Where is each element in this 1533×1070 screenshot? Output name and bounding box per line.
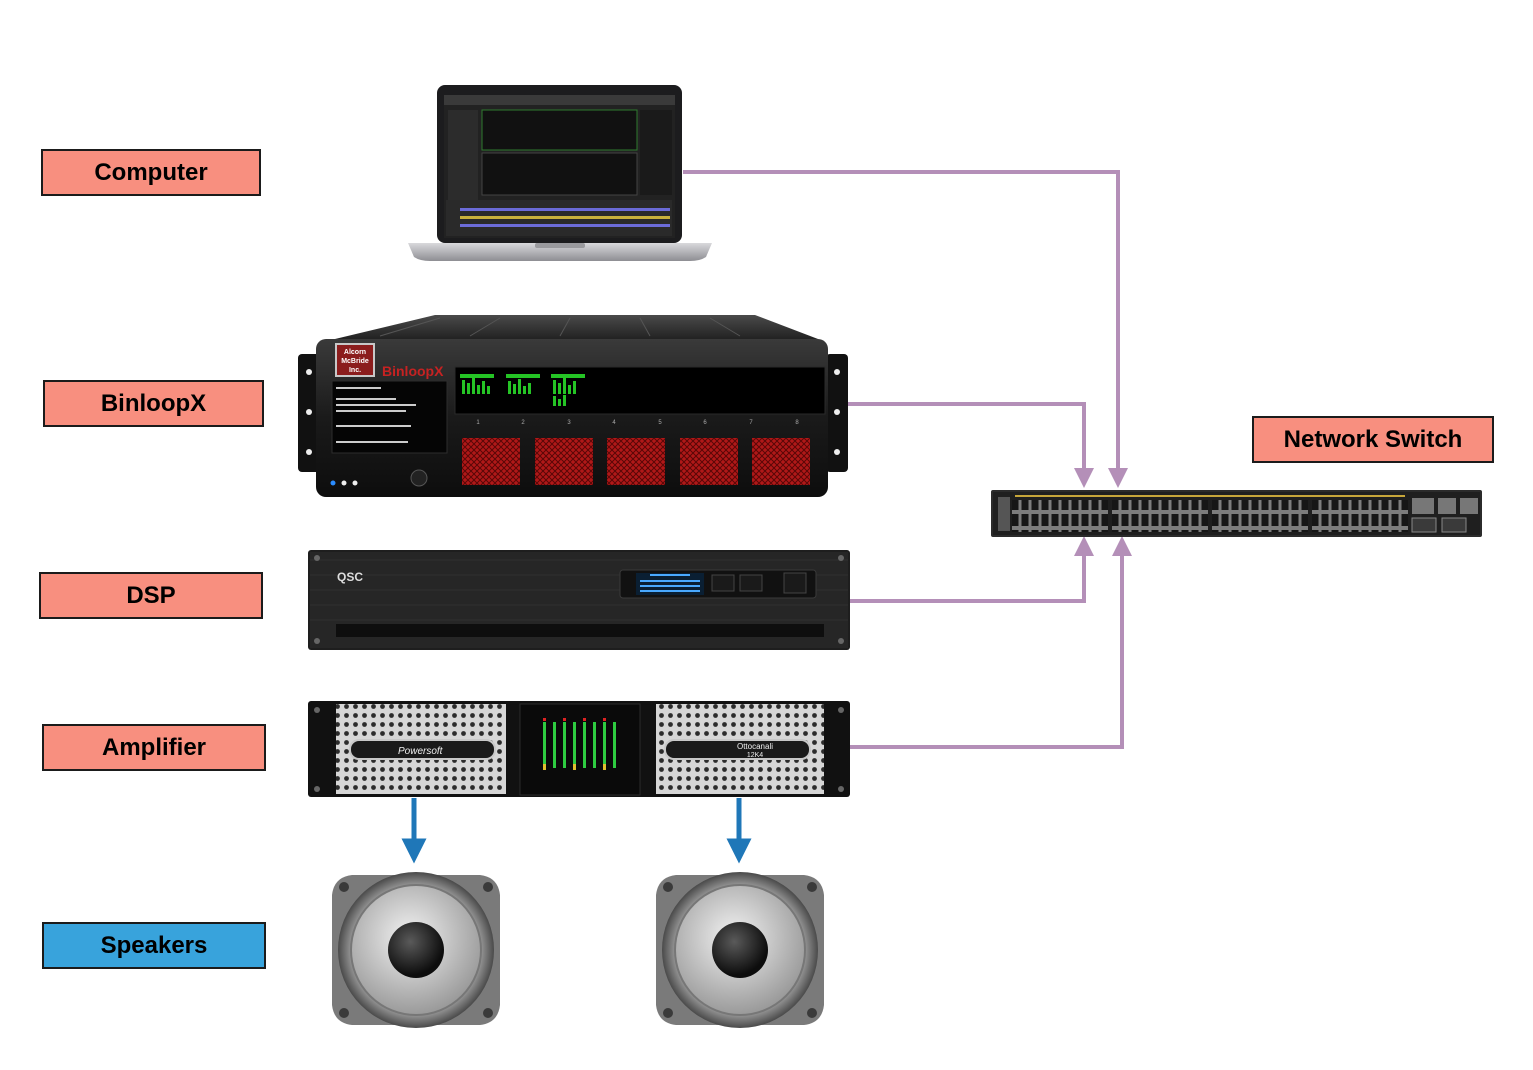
computer-label: Computer [41,149,261,196]
binloop-channel-8: 8 [795,420,799,426]
binloopx-image: Alcorn McBride Inc. BinloopX [298,315,848,497]
link-amplifier-switch [850,536,1132,749]
link-computer-switch [683,170,1128,488]
dsp-image: QSC [308,550,850,650]
amp-model-line-2: 12K4 [747,752,763,759]
binloop-channel-1: 1 [476,420,480,426]
speaker-right [656,872,824,1028]
speakers-label: Speakers [42,922,266,969]
amplifier-image: Powersoft Ottocanali 12K4 [308,701,850,797]
speaker-left [332,872,500,1028]
binloop-channel-6: 6 [703,420,707,426]
link-binloopx-switch [846,402,1094,488]
audio-links [401,798,752,864]
binloopx-label: BinloopX [43,380,264,427]
amplifier-label: Amplifier [42,724,266,771]
link-dsp-switch [850,536,1094,603]
binloop-brand-text: BinloopX [382,363,444,379]
binloop-channel-7: 7 [749,420,753,426]
laptop-image [408,85,712,261]
binloop-channel-5: 5 [658,420,662,426]
dsp-brand-text: QSC [337,570,363,584]
amp-model-line-1: Ottocanali [737,742,773,751]
binloop-channel-4: 4 [612,420,616,426]
binloop-maker-3: Inc. [349,367,361,374]
dsp-label: DSP [39,572,263,619]
binloop-maker-2: McBride [341,358,369,365]
binloop-channel-2: 2 [521,420,525,426]
binloop-maker-1: Alcorn [344,349,366,356]
network-switch-label: Network Switch [1252,416,1494,463]
network-links [683,170,1132,749]
binloop-channel-3: 3 [567,420,571,426]
amp-brand-text: Powersoft [398,746,444,757]
network-switch-image [991,490,1482,537]
